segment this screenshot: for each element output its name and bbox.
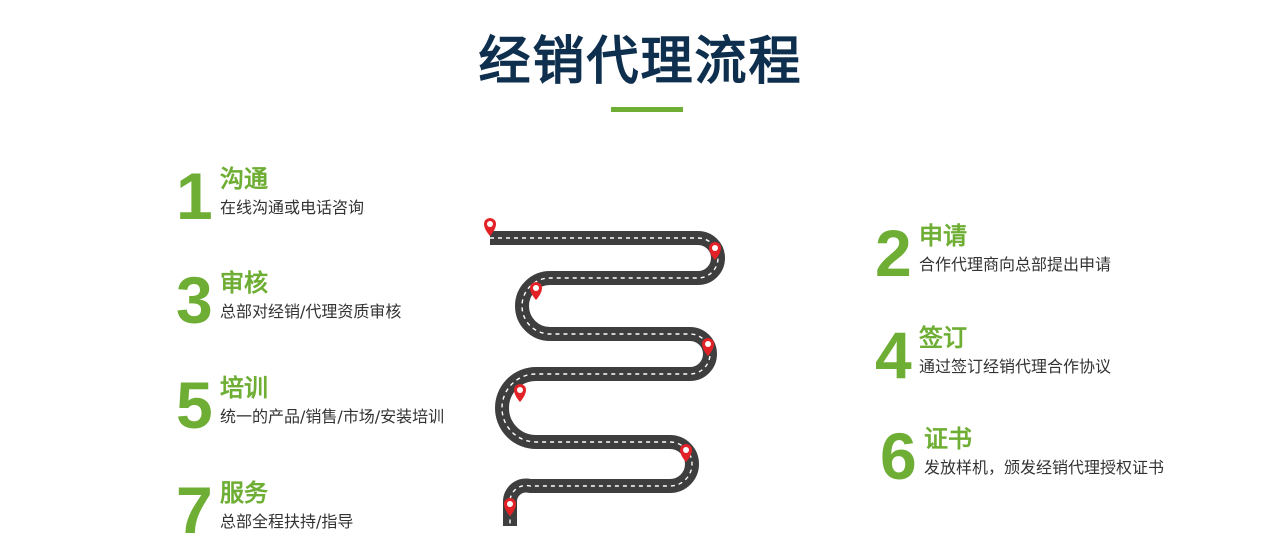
- map-pin-icon: [504, 498, 516, 516]
- step-title: 沟通: [220, 165, 268, 193]
- step-description: 合作代理商向总部提出申请: [919, 255, 1112, 274]
- step-title: 申请: [919, 222, 967, 250]
- map-pin-icon: [484, 218, 496, 236]
- map-pin-icon: [709, 242, 721, 260]
- winding-road-icon: [484, 218, 725, 526]
- step-description: 总部全程扶持/指导: [220, 512, 354, 531]
- map-pin-icon: [680, 444, 692, 462]
- step-number: 2: [875, 216, 912, 290]
- title-underline: [611, 107, 683, 112]
- step-title: 服务: [220, 479, 268, 507]
- step-description: 发放样机，颁发经销代理授权证书: [924, 458, 1165, 477]
- step-number: 3: [176, 263, 213, 337]
- map-pin-icon: [514, 384, 526, 402]
- step-number: 7: [176, 473, 213, 547]
- road-center-line: [490, 237, 719, 526]
- step-number: 1: [176, 159, 213, 233]
- step-description: 在线沟通或电话咨询: [220, 198, 365, 217]
- step-description: 统一的产品/销售/市场/安装培训: [220, 407, 445, 426]
- map-pin-icon: [702, 338, 714, 356]
- map-pin-icon: [530, 282, 542, 300]
- step-number: 5: [176, 368, 213, 442]
- step-title: 审核: [220, 269, 268, 297]
- step-number: 6: [880, 419, 917, 493]
- step-title: 签订: [919, 324, 967, 352]
- page-title: 经销代理流程: [478, 32, 803, 92]
- step-description: 总部对经销/代理资质审核: [220, 302, 402, 321]
- step-number: 4: [875, 318, 912, 392]
- step-description: 通过签订经销代理合作协议: [919, 357, 1112, 376]
- road-surface: [490, 231, 725, 526]
- step-title: 培训: [220, 374, 268, 402]
- step-title: 证书: [924, 425, 972, 453]
